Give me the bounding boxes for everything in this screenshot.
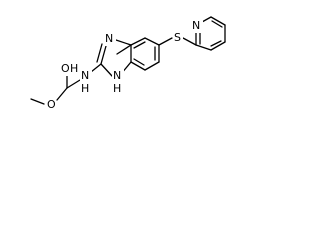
bond-ccarb-oester [56, 87, 68, 101]
label-mask-npyr [191, 19, 203, 33]
atom-ohydroxy-h-label: H [70, 62, 78, 75]
bond-c4p-c3p [210, 41, 226, 51]
label-mask-n3 [104, 32, 116, 46]
atom-n1-label: N [113, 69, 121, 82]
bond-namide-ccarb [66, 79, 81, 89]
atom-oester-label: O [47, 98, 56, 111]
label-mask-ohydroxy-h [69, 62, 79, 76]
label-mask-n1-h [112, 82, 124, 96]
atom-namide-label: N [81, 69, 89, 82]
atom-labels: N N H S N N H O H O [46, 19, 203, 112]
bond-n-c6p [201, 16, 212, 23]
thioether-linkage [158, 37, 197, 46]
bond-n3-c2 [100, 45, 107, 65]
label-mask-oester [46, 98, 56, 112]
atom-ohydroxy-label: O [61, 62, 70, 75]
double-bond-n3-c2 [96, 43, 103, 63]
bond-oester-methyl [30, 98, 45, 105]
bond-c4-c5 [130, 37, 146, 46]
bond-c5-c6 [144, 37, 160, 46]
double-bond-c4p-c3p [210, 40, 222, 47]
atom-npyr-label: N [192, 19, 200, 32]
bond-c5-s [158, 37, 173, 46]
bond-c3a-c4 [116, 44, 132, 55]
atom-namide-h-label: H [81, 82, 89, 95]
bond-c2-namide [90, 63, 102, 73]
double-bond-c7a-c3a [133, 58, 145, 66]
bond-s-cpyr [182, 37, 197, 46]
bond-c3a-n3 [115, 39, 132, 46]
bond-c3p-c2p [195, 44, 212, 51]
pyridine-ring [195, 16, 226, 51]
bond-c2-n1 [100, 63, 113, 77]
label-mask-n1 [112, 69, 124, 83]
bond-c6p-c5p [210, 16, 226, 26]
molecule-structure: N N H S N N H O H O [30, 16, 226, 112]
atom-n1-h-label: H [113, 82, 121, 95]
bond-c7a-c3a [130, 61, 146, 71]
imidazole-ring [96, 39, 132, 77]
bond-c7-c7a [144, 61, 160, 71]
label-mask-ohydroxy [60, 62, 70, 76]
label-mask-namide [80, 69, 92, 83]
benzene-ring [116, 37, 160, 71]
double-bond-c6p-c5p [211, 20, 223, 28]
double-bond-c4-c5 [133, 41, 146, 49]
atom-s-label: S [174, 31, 181, 44]
atom-n3-label: N [105, 32, 113, 45]
label-mask-namide-h [80, 82, 92, 96]
label-mask-s [173, 31, 183, 45]
